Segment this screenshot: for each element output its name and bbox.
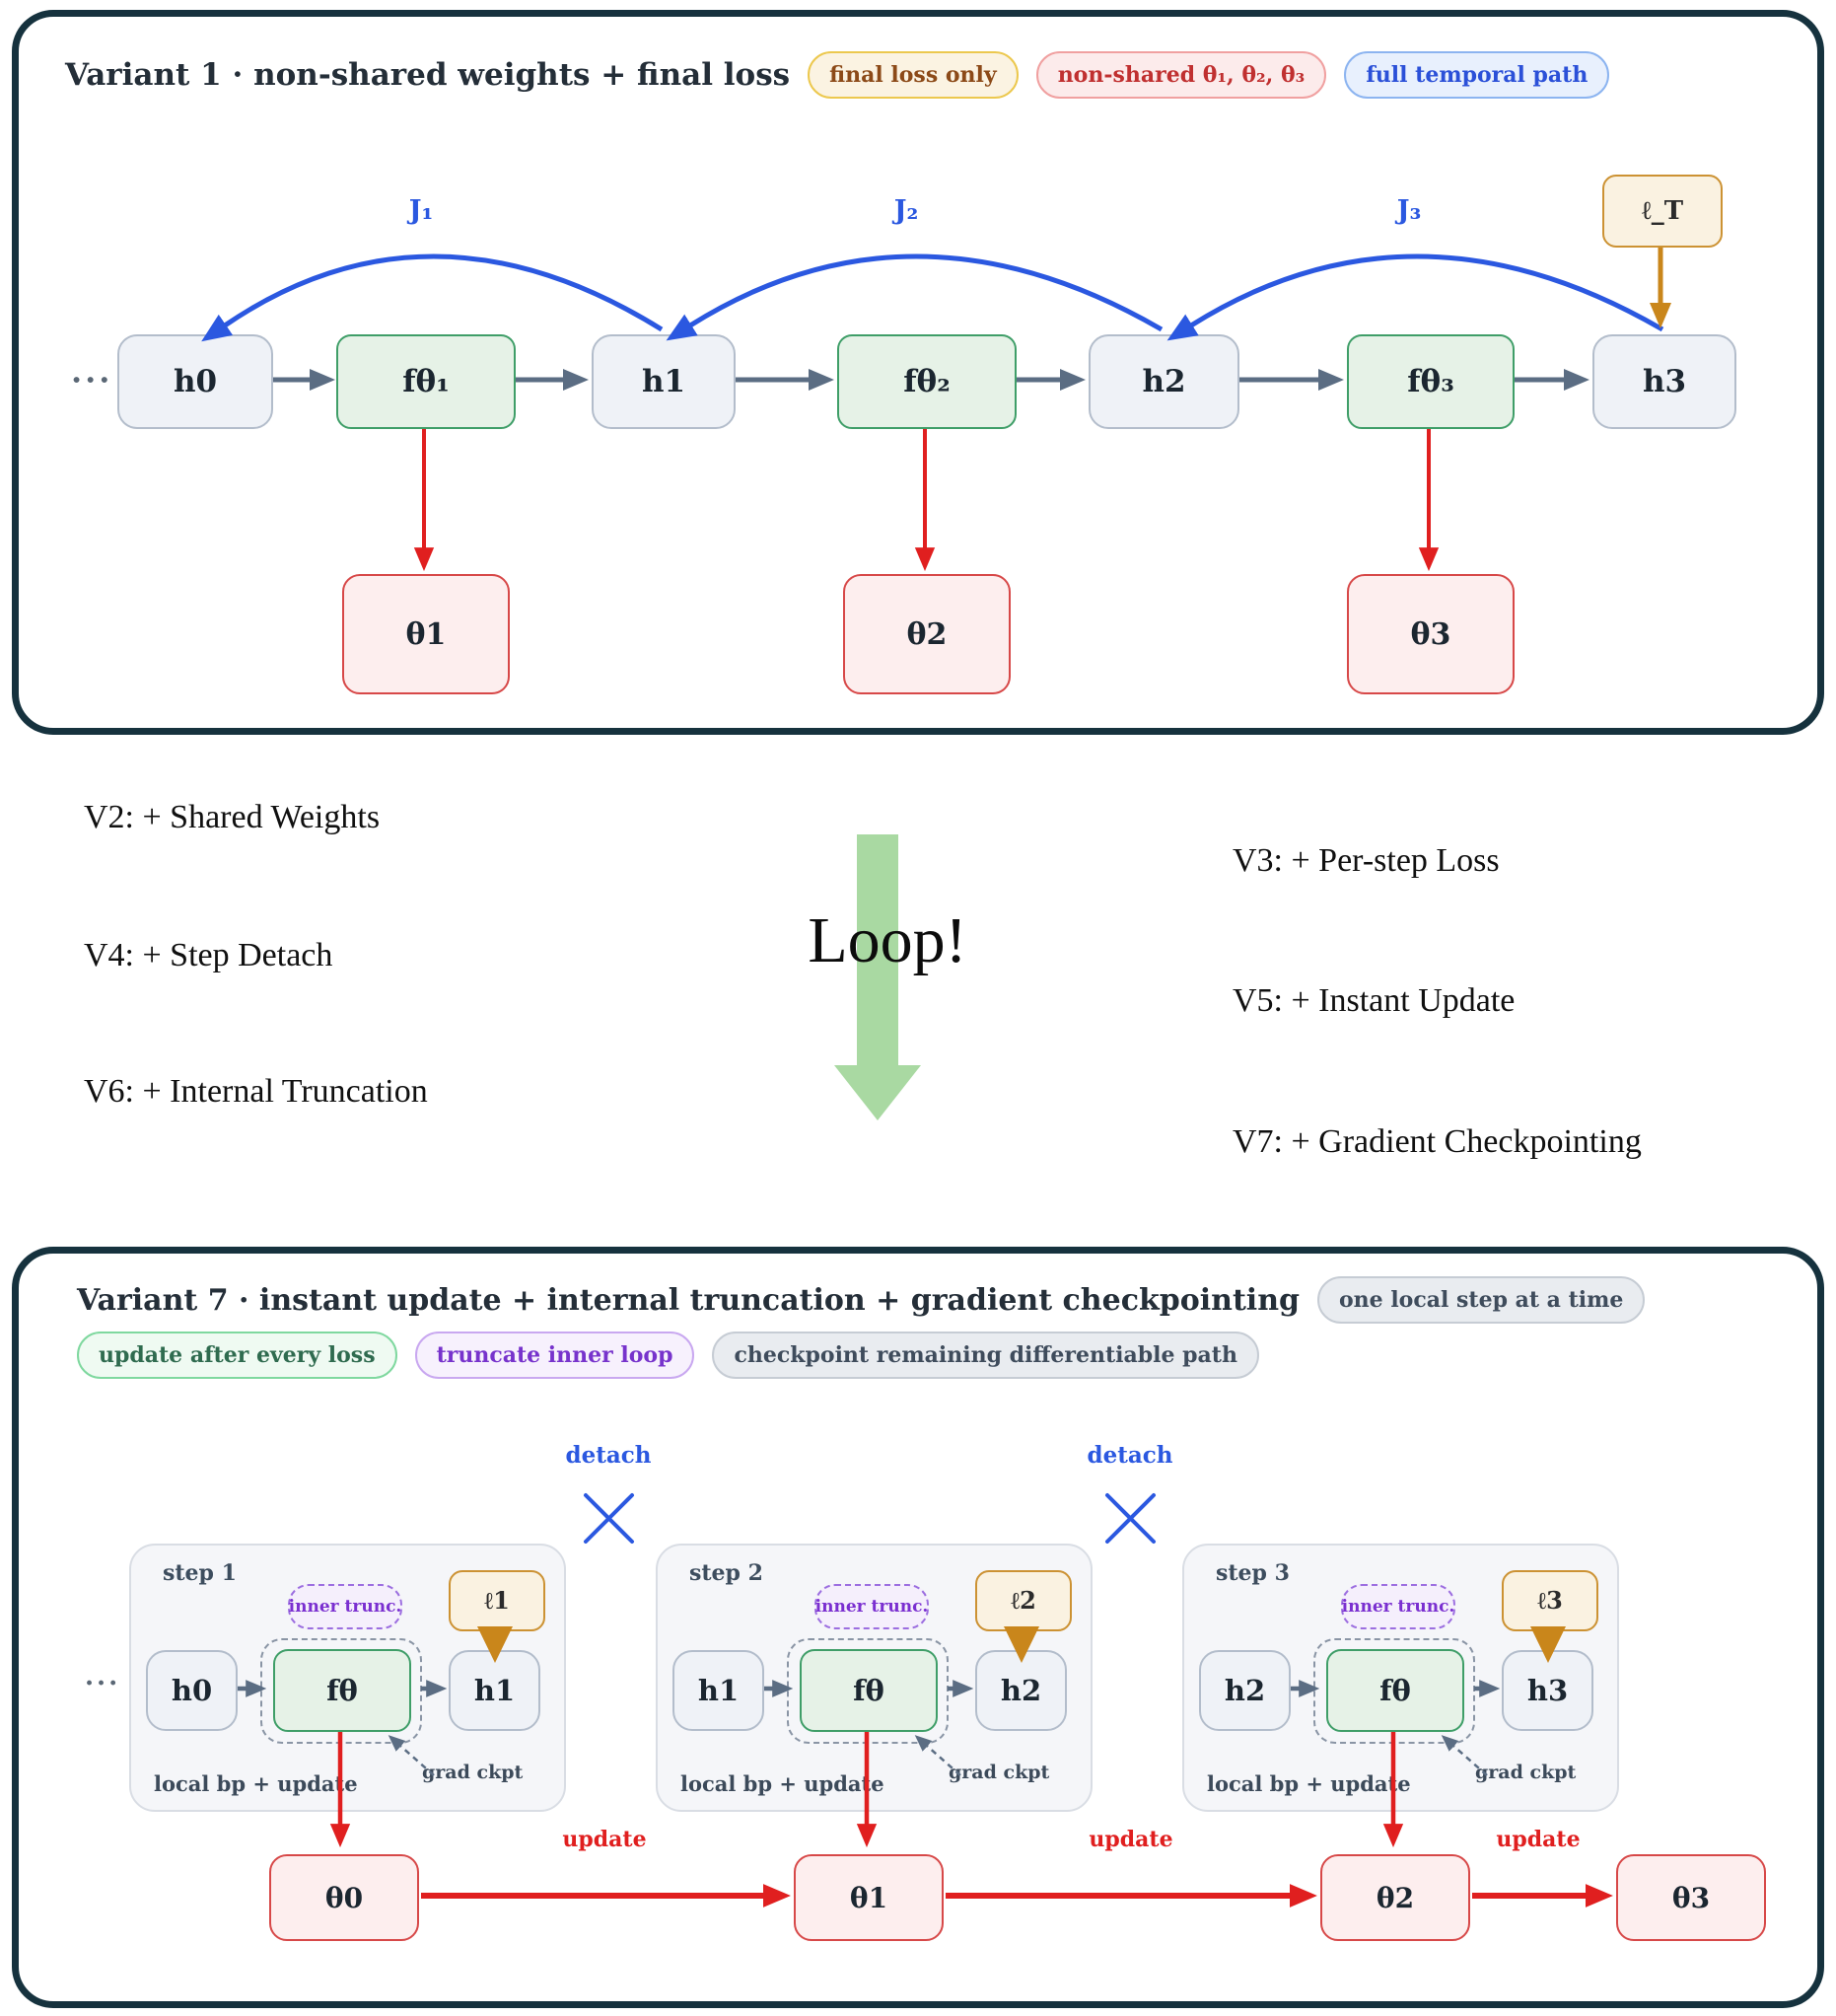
- theta-node-b1: θ1: [794, 1854, 944, 1941]
- badge-checkpoint-path: checkpoint remaining differentiable path: [712, 1332, 1259, 1379]
- step1-loss-node: ℓ1: [449, 1570, 545, 1631]
- step1-node-h-in: h0: [146, 1650, 238, 1731]
- loss-node-final: ℓ_T: [1602, 175, 1723, 248]
- update-label-3: update: [1496, 1827, 1581, 1852]
- jacobian-label-j1: J₁: [408, 195, 434, 226]
- step2-loss-node: ℓ2: [975, 1570, 1072, 1631]
- step3-grad-ckpt-label: grad ckpt: [1475, 1762, 1577, 1783]
- step3-loss-node: ℓ3: [1502, 1570, 1598, 1631]
- theta-node-2: θ2: [843, 574, 1011, 694]
- variant7-title: Variant 7 · instant update + internal tr…: [77, 1282, 1300, 1318]
- loop-label: Loop!: [808, 904, 967, 976]
- step1-node-ftheta: fθ: [273, 1649, 411, 1732]
- badge-update-after-every-loss: update after every loss: [77, 1332, 397, 1379]
- variant-item-v3: V3: + Per-step Loss: [1233, 842, 1500, 879]
- step3-label: step 3: [1216, 1560, 1290, 1586]
- step3-node-h-out: h3: [1502, 1650, 1593, 1731]
- variant-item-v4: V4: + Step Detach: [84, 937, 333, 973]
- step1-local-bp-label: local bp + update: [154, 1771, 358, 1796]
- step1-inner-trunc-pill: inner trunc.: [288, 1584, 402, 1629]
- node-h3: h3: [1592, 334, 1736, 429]
- step3-inner-trunc-pill: inner trunc.: [1341, 1584, 1455, 1629]
- step1-node-h-out: h1: [449, 1650, 540, 1731]
- theta-node-b2: θ2: [1320, 1854, 1470, 1941]
- step2-node-h-out: h2: [975, 1650, 1067, 1731]
- step3-node-h-in: h2: [1199, 1650, 1291, 1731]
- step1-label: step 1: [163, 1560, 237, 1586]
- badge-full-temporal-path: full temporal path: [1344, 51, 1610, 99]
- variant-item-v6: V6: + Internal Truncation: [84, 1073, 428, 1110]
- detach-label-2: detach: [1087, 1442, 1173, 1469]
- node-ftheta2: fθ₂: [837, 334, 1017, 429]
- node-ftheta1: fθ₁: [336, 334, 516, 429]
- variant1-title: Variant 1 · non-shared weights + final l…: [65, 57, 791, 93]
- detach-label-1: detach: [565, 1442, 652, 1469]
- step2-label: step 2: [689, 1560, 763, 1586]
- update-label-2: update: [1089, 1827, 1173, 1852]
- node-h2: h2: [1089, 334, 1239, 429]
- step2-local-bp-label: local bp + update: [680, 1771, 884, 1796]
- step2-node-h-in: h1: [672, 1650, 764, 1731]
- variant-item-v5: V5: + Instant Update: [1233, 982, 1516, 1019]
- update-label-1: update: [562, 1827, 647, 1852]
- step2-grad-ckpt-label: grad ckpt: [949, 1762, 1050, 1783]
- variant7-title-row: Variant 7 · instant update + internal tr…: [77, 1276, 1646, 1324]
- theta-node-1: θ1: [342, 574, 510, 694]
- theta-node-3: θ3: [1347, 574, 1515, 694]
- step3-node-ftheta: fθ: [1326, 1649, 1464, 1732]
- node-h0: h0: [117, 334, 273, 429]
- badge-one-local-step: one local step at a time: [1317, 1276, 1646, 1324]
- loop-arrow: [857, 834, 898, 1067]
- variant7-badge-row: update after every loss truncate inner l…: [77, 1332, 1259, 1379]
- variant-item-v2: V2: + Shared Weights: [84, 799, 381, 835]
- badge-truncate-inner-loop: truncate inner loop: [414, 1332, 695, 1379]
- node-h1: h1: [592, 334, 736, 429]
- variant1-title-row: Variant 1 · non-shared weights + final l…: [65, 51, 1610, 99]
- theta-node-b3: θ3: [1616, 1854, 1766, 1941]
- node-ftheta3: fθ₃: [1347, 334, 1515, 429]
- jacobian-label-j3: J₃: [1396, 195, 1422, 226]
- step1-grad-ckpt-label: grad ckpt: [422, 1762, 524, 1783]
- theta-node-b0: θ0: [269, 1854, 419, 1941]
- jacobian-label-j2: J₂: [893, 195, 919, 226]
- ellipsis-dots-bottom: ···: [85, 1669, 121, 1698]
- step2-node-ftheta: fθ: [800, 1649, 938, 1732]
- loop-arrow-head: [834, 1065, 921, 1120]
- ellipsis-dots-top: ···: [71, 361, 113, 398]
- step3-local-bp-label: local bp + update: [1207, 1771, 1411, 1796]
- step2-inner-trunc-pill: inner trunc.: [814, 1584, 929, 1629]
- variant-item-v7: V7: + Gradient Checkpointing: [1233, 1123, 1642, 1160]
- badge-non-shared-thetas: non-shared θ₁, θ₂, θ₃: [1035, 51, 1327, 99]
- badge-final-loss-only: final loss only: [808, 51, 1019, 99]
